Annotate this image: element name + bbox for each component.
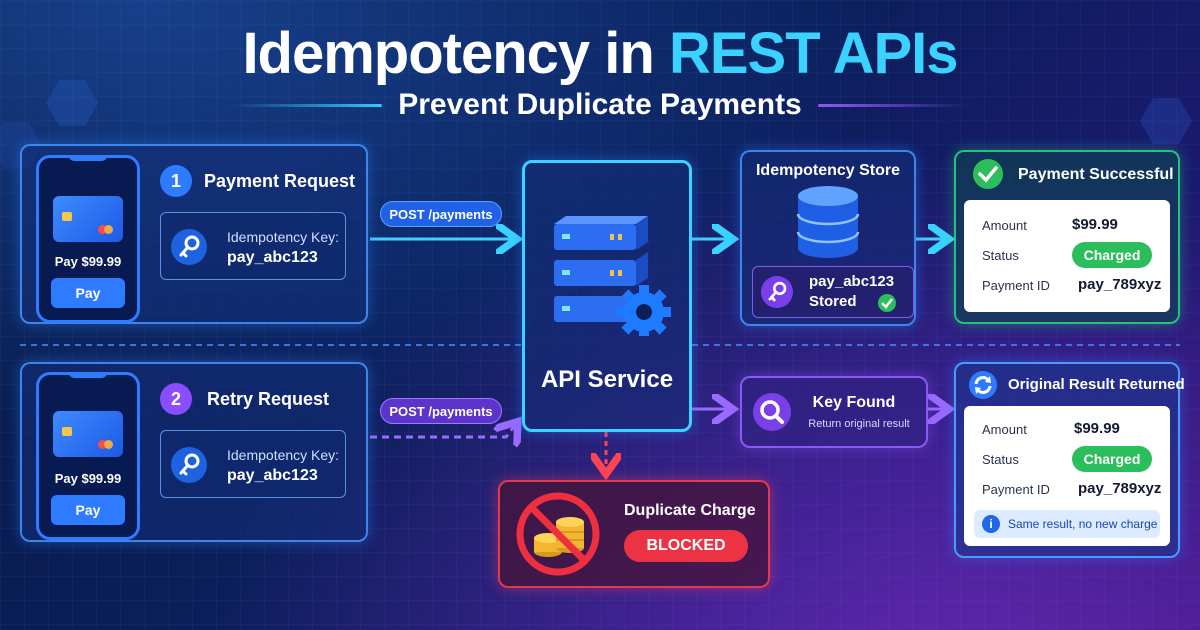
store-title: Idempotency Store — [755, 162, 901, 179]
page-subtitle: Prevent Duplicate Payments — [398, 88, 802, 121]
endpoint-badge: POST /payments — [380, 398, 502, 424]
phone-notch — [69, 155, 107, 161]
amount-label: Amount — [982, 422, 1027, 437]
key-label: Idempotency Key: — [227, 447, 340, 463]
phone-amount: Pay $99.99 — [54, 254, 122, 269]
phone-device-2: Pay $99.99 Pay — [36, 372, 140, 540]
gear-icon — [617, 285, 671, 336]
phone-amount: Pay $99.99 — [54, 471, 122, 486]
key-value: pay_abc123 — [227, 249, 318, 266]
check-circle-icon — [878, 294, 896, 312]
server-icon — [554, 216, 671, 336]
arrow-retry-to-api — [370, 424, 516, 437]
check-circle-icon — [973, 159, 1003, 189]
payment-id-value: pay_789xyz — [1078, 276, 1162, 293]
result-note: i Same result, no new charge — [974, 510, 1160, 538]
payment-id-label: Payment ID — [982, 278, 1050, 293]
credit-card-icon — [53, 411, 123, 457]
key-found-title: Key Found — [812, 394, 896, 411]
key-icon — [171, 447, 207, 483]
subtitle-row: Prevent Duplicate Payments — [0, 88, 1200, 122]
payment-id-label: Payment ID — [982, 482, 1050, 497]
original-result-title: Original Result Returned — [1008, 376, 1185, 393]
title-highlight: REST APIs — [668, 21, 959, 86]
stored-key-box: pay_abc123 Stored — [752, 266, 914, 318]
credit-card-icon — [53, 196, 123, 242]
pay-button[interactable]: Pay — [51, 278, 125, 308]
page-title: Idempotency in REST APIs — [0, 20, 1200, 87]
stored-key-value: pay_abc123 — [809, 273, 895, 290]
subtitle-line-right — [817, 103, 968, 107]
pay-button[interactable]: Pay — [51, 495, 125, 525]
amount-label: Amount — [982, 218, 1027, 233]
info-icon: i — [982, 515, 1000, 533]
step-title: Retry Request — [207, 389, 330, 409]
status-label: Status — [982, 452, 1019, 467]
key-found-subtitle: Return original result — [808, 418, 910, 430]
status-label: Status — [982, 248, 1019, 263]
title-main: Idempotency in — [242, 21, 669, 86]
endpoint-badge: POST /payments — [380, 201, 502, 227]
stored-key-status: Stored — [809, 293, 857, 310]
payment-id-value: pay_789xyz — [1078, 480, 1162, 497]
idempotency-key-box: Idempotency Key: pay_abc123 — [160, 430, 346, 498]
key-icon — [171, 229, 207, 265]
refresh-icon — [969, 371, 997, 399]
success-result-card: Amount $99.99 Status Charged Payment ID … — [964, 200, 1170, 312]
amount-value: $99.99 — [1074, 420, 1120, 437]
phone-notch — [69, 372, 107, 378]
database-icon — [796, 186, 860, 258]
phone-device-1: Pay $99.99 Pay — [36, 155, 140, 323]
status-badge: Charged — [1072, 446, 1152, 472]
key-label: Idempotency Key: — [227, 229, 340, 245]
no-entry-icon — [516, 492, 600, 576]
success-title: Payment Successful — [1018, 166, 1174, 183]
magnifier-icon — [753, 393, 791, 431]
original-result-card: Amount $99.99 Status Charged Payment ID … — [964, 406, 1170, 546]
amount-value: $99.99 — [1072, 216, 1118, 233]
step-number-badge: 1 — [160, 165, 192, 197]
result-note-text: Same result, no new charge — [1008, 517, 1158, 531]
subtitle-line-left — [232, 103, 383, 107]
key-value: pay_abc123 — [227, 467, 318, 484]
duplicate-charge-title: Duplicate Charge — [624, 502, 756, 519]
key-icon — [761, 276, 793, 308]
status-badge: Charged — [1072, 242, 1152, 268]
step-title: Payment Request — [204, 171, 356, 191]
blocked-badge: BLOCKED — [624, 530, 748, 562]
api-service-label: API Service — [540, 366, 674, 393]
step-number-badge: 2 — [160, 383, 192, 415]
idempotency-key-box: Idempotency Key: pay_abc123 — [160, 212, 346, 280]
